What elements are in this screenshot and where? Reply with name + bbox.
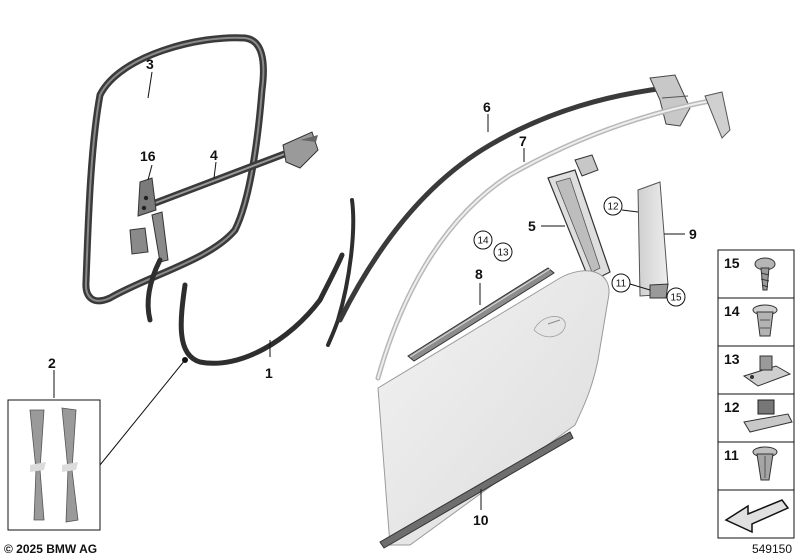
- callout-9: 9: [689, 226, 697, 242]
- window-channel: [146, 131, 319, 263]
- callout-7: 7: [519, 133, 527, 149]
- clip-nut-icon: [742, 355, 792, 387]
- fastener-label-12: 12: [724, 399, 740, 415]
- circled-callouts: 12 11 15 14 13: [473, 196, 686, 307]
- lower-door-seal: [145, 198, 356, 366]
- callout-3: 3: [146, 56, 154, 72]
- svg-text:15: 15: [670, 293, 682, 304]
- callout-2: 2: [48, 355, 56, 371]
- svg-text:13: 13: [497, 248, 509, 259]
- part-2-inset: [7, 399, 101, 531]
- clip-icon: [743, 399, 793, 433]
- circled-11: 11: [611, 273, 631, 293]
- window-sill-strip: [407, 267, 555, 362]
- bracket-part: [129, 177, 157, 255]
- svg-text:12: 12: [607, 202, 619, 213]
- door-frame-seal: [82, 34, 267, 305]
- circled-12: 12: [603, 196, 623, 216]
- screw-icon: [754, 257, 776, 291]
- fastener-label-13: 13: [724, 351, 740, 367]
- trim-strip: [375, 91, 731, 381]
- pillar-bracket: [547, 154, 611, 283]
- push-rivet-icon: [752, 446, 778, 481]
- fastener-label-14: 14: [724, 303, 740, 319]
- callout-labels: 3 4 16 1 2 6 7 5 9 8 10: [48, 56, 697, 528]
- sill-trim: [379, 431, 574, 549]
- pillar-trim: [637, 181, 669, 299]
- circled-15: 15: [666, 287, 686, 307]
- fastener-panel: 15 14 13 12 11: [717, 249, 795, 539]
- door-panel: [377, 270, 610, 546]
- callout-16: 16: [140, 148, 156, 164]
- roof-seal-strip: [337, 74, 691, 323]
- leader-lines: [53, 71, 685, 510]
- circled-13: 13: [493, 242, 513, 262]
- callout-5: 5: [528, 218, 536, 234]
- callout-8: 8: [475, 266, 483, 282]
- copyright-notice: © 2025 BMW AG: [4, 542, 98, 556]
- callout-1: 1: [265, 365, 273, 381]
- fastener-label-11: 11: [724, 447, 739, 463]
- expanding-nut-icon: [752, 304, 778, 337]
- circled-14: 14: [473, 230, 493, 250]
- callout-10: 10: [473, 512, 489, 528]
- svg-text:14: 14: [477, 236, 489, 247]
- svg-text:11: 11: [616, 279, 627, 290]
- callout-4: 4: [210, 147, 218, 163]
- direction-arrow-icon: [724, 499, 790, 534]
- fastener-label-15: 15: [724, 255, 740, 271]
- diagram-reference-number: 549150: [751, 542, 792, 556]
- callout-6: 6: [483, 99, 491, 115]
